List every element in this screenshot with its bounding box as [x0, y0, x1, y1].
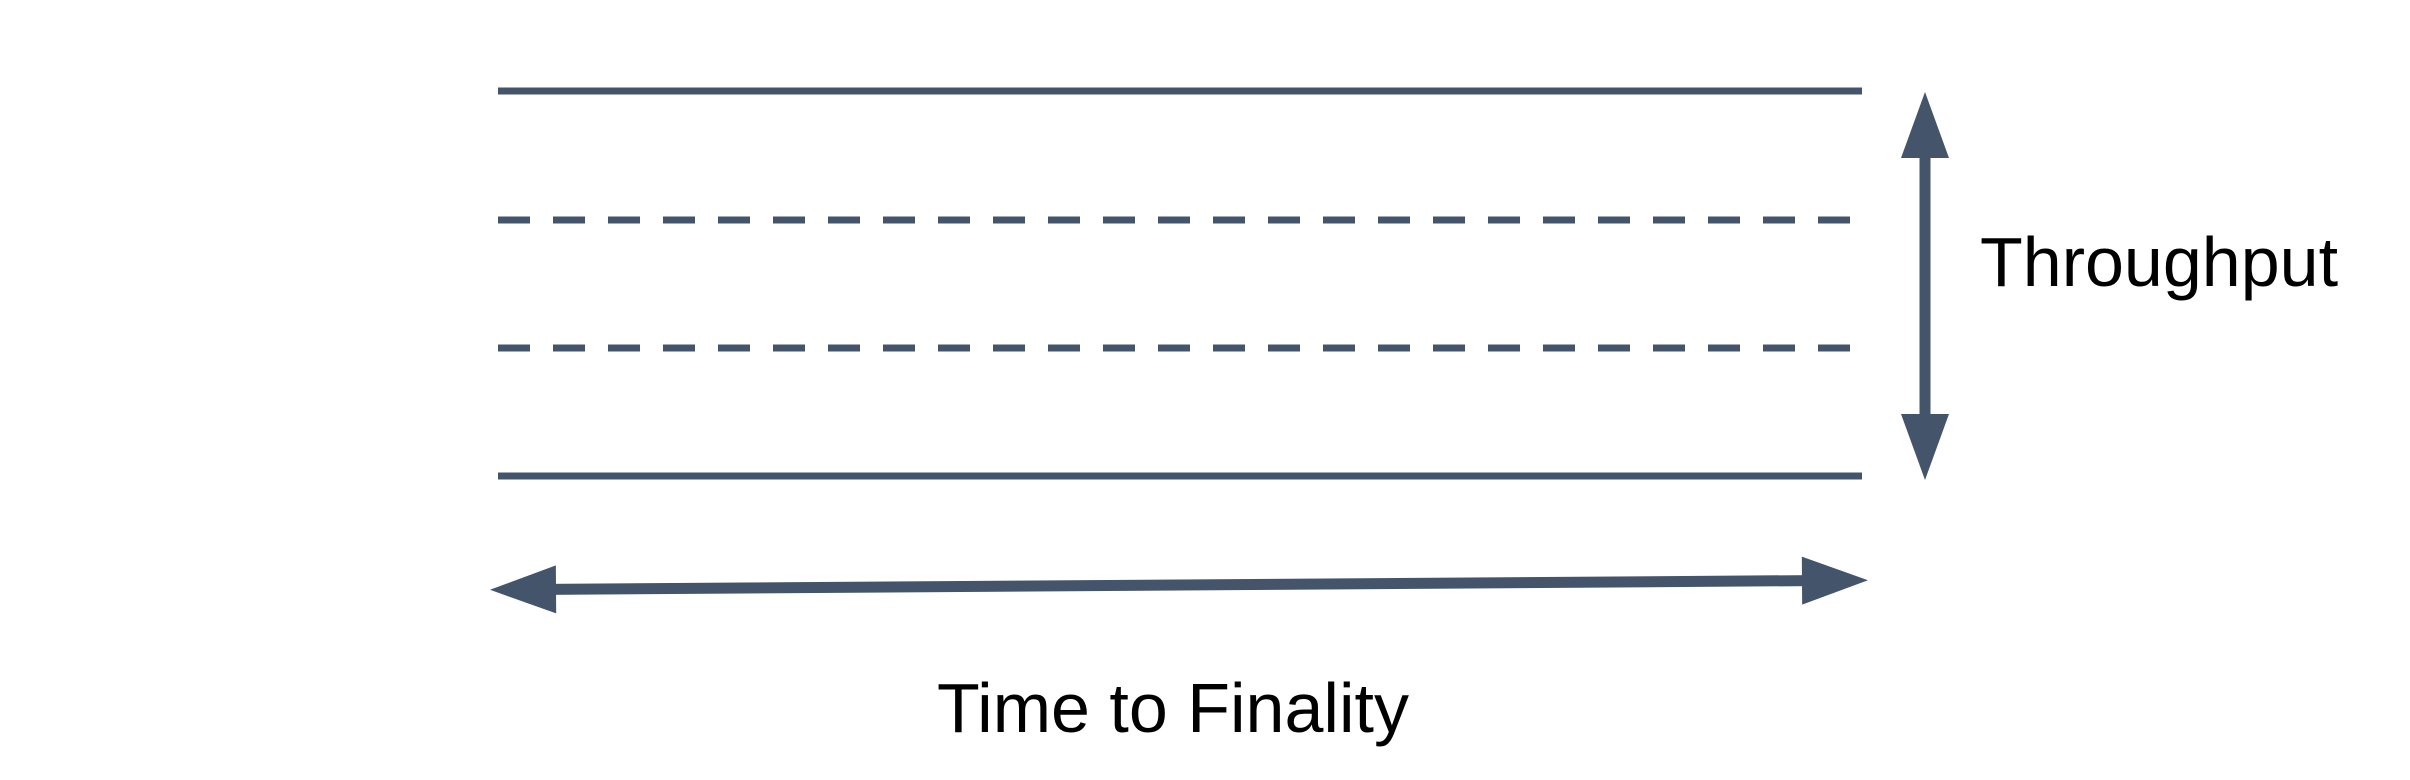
arrowhead-left-icon	[490, 565, 557, 614]
throughput-label: Throughput	[1980, 223, 2338, 301]
arrowhead-up-icon	[1901, 92, 1949, 158]
time-range-arrow	[490, 556, 1868, 614]
time-to-finality-label: Time to Finality	[937, 669, 1409, 747]
time-arrow-shaft	[547, 575, 1811, 595]
arrowhead-down-icon	[1901, 414, 1949, 480]
throughput-range-arrow	[1901, 92, 1949, 480]
arrowhead-right-icon	[1801, 556, 1868, 605]
